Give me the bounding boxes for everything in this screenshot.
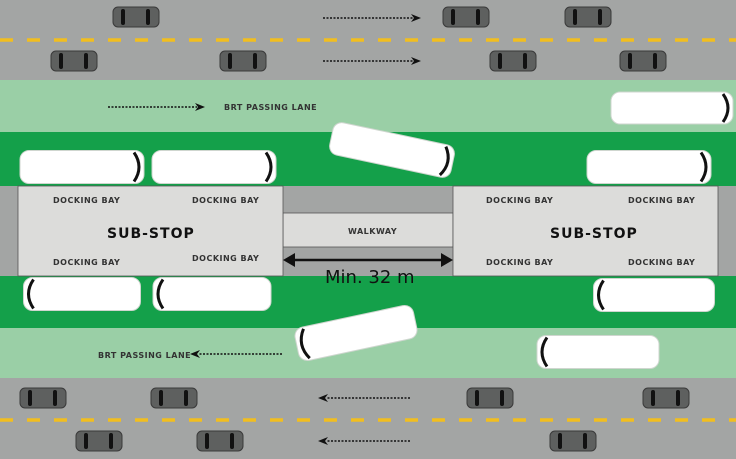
docking-bay-label: DOCKING BAY bbox=[628, 196, 695, 205]
docking-bay-label: DOCKING BAY bbox=[486, 258, 553, 267]
brt-bus bbox=[593, 278, 715, 312]
dimension-arrow bbox=[283, 253, 453, 267]
car bbox=[442, 6, 490, 28]
car bbox=[75, 430, 123, 452]
brt-bus bbox=[610, 91, 734, 125]
car bbox=[112, 6, 160, 28]
passing-lane-label-bottom: BRT PASSING LANE bbox=[98, 351, 191, 360]
brt-bus bbox=[23, 277, 141, 311]
docking-bay-label: DOCKING BAY bbox=[53, 196, 120, 205]
direction-arrow bbox=[323, 14, 421, 22]
bottom-road bbox=[0, 378, 736, 459]
direction-arrow bbox=[318, 437, 410, 445]
substop-left bbox=[17, 185, 284, 277]
docking-bay-label: DOCKING BAY bbox=[192, 254, 259, 263]
car bbox=[196, 430, 244, 452]
car bbox=[642, 387, 690, 409]
brt-bus bbox=[152, 277, 272, 311]
car bbox=[219, 50, 267, 72]
car bbox=[549, 430, 597, 452]
docking-bay-label: DOCKING BAY bbox=[53, 258, 120, 267]
brt-bus bbox=[294, 304, 418, 362]
docking-bay-label: DOCKING BAY bbox=[486, 196, 553, 205]
car bbox=[619, 50, 667, 72]
brt-bus bbox=[19, 150, 145, 184]
passing-lane-label-top: BRT PASSING LANE bbox=[224, 103, 317, 112]
direction-arrow bbox=[190, 350, 282, 358]
brt-bus bbox=[536, 335, 660, 369]
substop-right-label: SUB-STOP bbox=[550, 226, 638, 242]
brt-bus bbox=[586, 150, 712, 184]
direction-arrow bbox=[323, 57, 421, 65]
car bbox=[466, 387, 514, 409]
min-distance-label: Min. 32 m bbox=[325, 267, 415, 288]
direction-arrow bbox=[318, 394, 410, 402]
substop-right bbox=[452, 185, 719, 277]
car bbox=[19, 387, 67, 409]
brt-bus bbox=[329, 122, 455, 178]
car bbox=[564, 6, 612, 28]
walkway-label: WALKWAY bbox=[348, 227, 397, 236]
brt-bus bbox=[151, 150, 277, 184]
car bbox=[150, 387, 198, 409]
direction-arrow bbox=[108, 103, 205, 111]
car bbox=[50, 50, 98, 72]
docking-bay-label: DOCKING BAY bbox=[192, 196, 259, 205]
docking-bay-label: DOCKING BAY bbox=[628, 258, 695, 267]
car bbox=[489, 50, 537, 72]
substop-left-label: SUB-STOP bbox=[107, 226, 195, 242]
